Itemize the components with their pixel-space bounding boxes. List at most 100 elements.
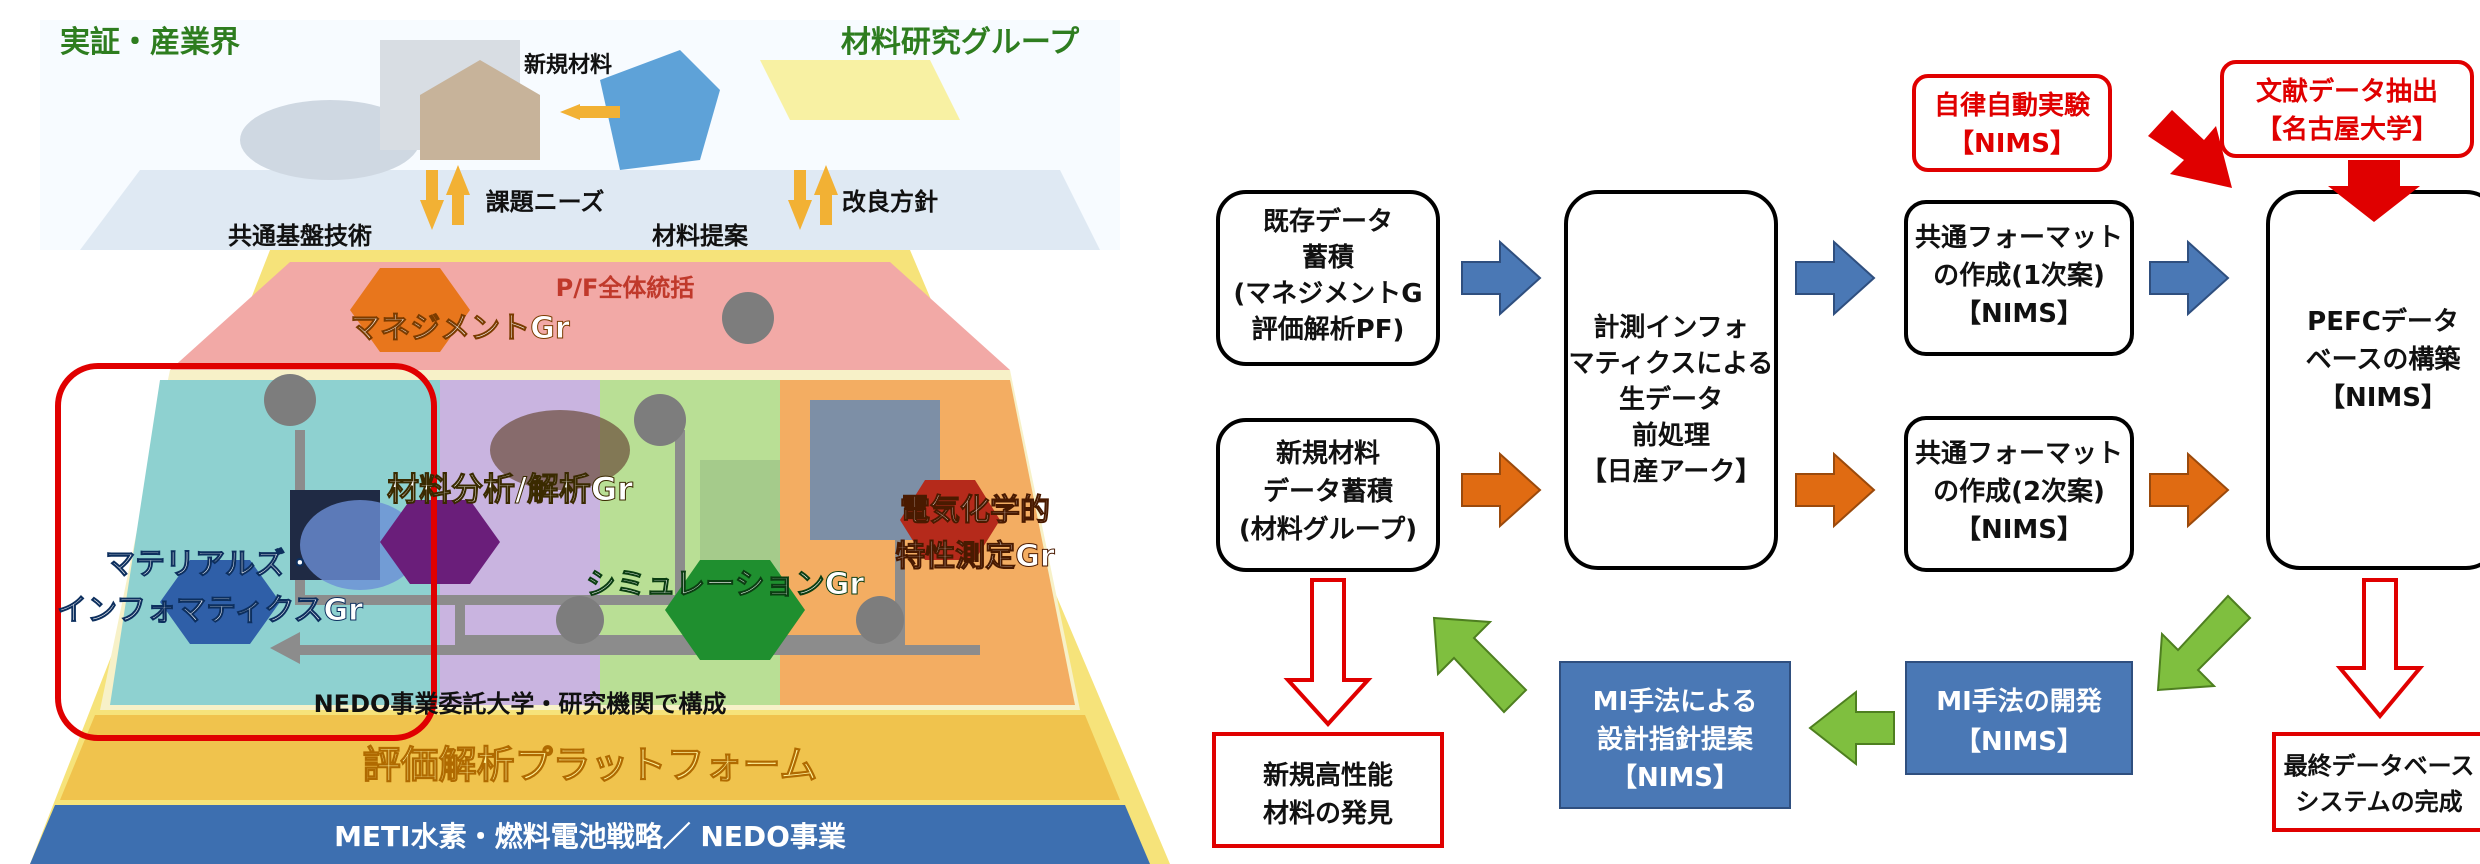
label-issue-needs: 課題ニーズ bbox=[486, 188, 605, 216]
label-improvement: 改良方針 bbox=[842, 188, 938, 216]
final-db-l1: 最終データベース bbox=[2284, 752, 2475, 780]
label-ec-line1: 電気化学的 bbox=[900, 493, 1050, 528]
hub-icon bbox=[634, 394, 686, 446]
arrow-blue-1 bbox=[1461, 239, 1542, 317]
label-pf-overall: P/F全体統括 bbox=[556, 274, 695, 302]
issue-arrows bbox=[420, 165, 470, 230]
existing-data-l3: (マネジメントG bbox=[1233, 279, 1422, 309]
label-simulation-gr: シミュレーションGr bbox=[586, 567, 864, 602]
top-ground bbox=[80, 170, 1100, 250]
box-existing-data bbox=[1216, 190, 1440, 366]
format2-l2: の作成(2次案) bbox=[1933, 476, 2105, 507]
analysis-graphic bbox=[490, 410, 630, 490]
arrow-orange-1 bbox=[1461, 451, 1542, 529]
ec-hex bbox=[900, 480, 1000, 560]
arrow-green-to-design bbox=[1808, 689, 1895, 767]
mi-highlight bbox=[55, 363, 437, 741]
box-new-data bbox=[1216, 418, 1440, 572]
existing-data-l2: 蓄積 bbox=[1302, 243, 1354, 273]
gear-chip-icon bbox=[856, 596, 904, 644]
label-platform: 評価解析プラットフォーム bbox=[363, 743, 818, 787]
pefc-l1: PEFCデータ bbox=[2307, 306, 2459, 337]
auto-exp-l1: 自律自動実験 bbox=[1934, 90, 2091, 121]
format1-l3: 【NIMS】 bbox=[1955, 299, 2083, 329]
arrow-orange-2 bbox=[1795, 451, 1876, 529]
clipboard-icon bbox=[722, 292, 774, 344]
analysis-hex bbox=[380, 500, 500, 584]
label-industry: 実証・産業界 bbox=[60, 25, 240, 60]
mi-design-l3: 【NIMS】 bbox=[1611, 763, 1739, 793]
preprocess-l2: マティクスによる bbox=[1569, 349, 1774, 379]
research-graphic bbox=[760, 60, 960, 120]
arrow-red-literature bbox=[2328, 160, 2420, 222]
house-graphic bbox=[420, 60, 540, 160]
format2-l1: 共通フォーマット bbox=[1915, 439, 2123, 469]
arrow-green-pefc-to-mi bbox=[2156, 594, 2252, 692]
arrow-down-discovery bbox=[1283, 578, 1373, 727]
preprocess-l1: 計測インフォ bbox=[1593, 312, 1748, 343]
mi-design-l1: MI手法による bbox=[1593, 687, 1758, 717]
crystal-graphic bbox=[600, 50, 720, 170]
format1-l1: 共通フォーマット bbox=[1915, 223, 2123, 253]
simulation-hex bbox=[665, 560, 805, 660]
label-mi-line2: インフォマティクスGr bbox=[57, 593, 363, 628]
preprocess-l5: 【日産アーク】 bbox=[1581, 456, 1761, 487]
auto-exp-l2: 【NIMS】 bbox=[1948, 129, 2076, 159]
preprocess-l3: 生データ bbox=[1619, 384, 1723, 415]
pyramid-diagram: 実証・産業界 材料研究グループ 新規材料 課題ニーズ 共通基盤技術 材料提案 改… bbox=[30, 20, 1170, 864]
label-ec-line2: 特性測定Gr bbox=[895, 539, 1055, 574]
new-data-l2: データ蓄積 bbox=[1263, 476, 1393, 507]
arrow-red-auto bbox=[2148, 110, 2232, 188]
format1-l2: の作成(1次案) bbox=[1933, 260, 2105, 291]
existing-data-l4: 評価解析PF) bbox=[1252, 314, 1405, 345]
box-format-2 bbox=[1904, 416, 2134, 572]
car-graphic bbox=[240, 100, 420, 180]
box-pefc bbox=[2266, 190, 2480, 570]
discovery-l1: 新規高性能 bbox=[1263, 760, 1393, 791]
discovery-l2: 材料の発見 bbox=[1263, 799, 1393, 829]
label-material-group: 材料研究グループ bbox=[841, 25, 1080, 60]
improvement-arrows bbox=[788, 165, 838, 230]
box-format-1 bbox=[1904, 200, 2134, 356]
arrow-green-to-new-data bbox=[1432, 616, 1528, 714]
arrow-orange-3 bbox=[2149, 451, 2230, 529]
mi-hex bbox=[160, 560, 280, 644]
network-icon bbox=[264, 374, 316, 426]
label-management-gr: マネジメントGr bbox=[350, 311, 570, 346]
arrow-down-final bbox=[2335, 578, 2425, 720]
mi-design-l2: 設計指針提案 bbox=[1597, 724, 1754, 755]
pefc-l2: ベースの構築 bbox=[2306, 344, 2462, 375]
mi-dev-l2: 【NIMS】 bbox=[1955, 727, 2083, 757]
new-data-l1: 新規材料 bbox=[1276, 438, 1380, 469]
box-mi-dev bbox=[1905, 661, 2133, 775]
supply-arrow-body bbox=[580, 106, 620, 118]
existing-data-l1: 既存データ bbox=[1263, 206, 1393, 237]
label-meti: METI水素・燃料電池戦略／ NEDO事業 bbox=[334, 820, 846, 853]
label-new-material: 新規材料 bbox=[524, 52, 612, 78]
literature-l2: 【名古屋大学】 bbox=[2256, 114, 2438, 145]
label-common-tech: 共通基盤技術 bbox=[228, 222, 372, 250]
label-material-proposal: 材料提案 bbox=[652, 222, 749, 250]
format2-l3: 【NIMS】 bbox=[1955, 515, 2083, 545]
preprocess-l4: 前処理 bbox=[1632, 420, 1710, 451]
box-auto-exp bbox=[1912, 74, 2112, 172]
final-db-l2: システムの完成 bbox=[2295, 788, 2462, 816]
meti-band bbox=[30, 805, 1150, 864]
brain-graphic bbox=[300, 500, 420, 590]
box-literature bbox=[2220, 60, 2474, 158]
label-nedo-org: NEDO事業委託大学・研究機関で構成 bbox=[314, 690, 727, 718]
box-preprocess bbox=[1564, 190, 1778, 570]
flow-diagram: 既存データ 蓄積 (マネジメントG 評価解析PF) 新規材料 データ蓄積 (材料… bbox=[1212, 60, 2480, 848]
management-hex bbox=[350, 268, 470, 352]
pefc-l3: 【NIMS】 bbox=[2319, 383, 2447, 413]
label-analysis-gr: 材料分析/解析Gr bbox=[387, 470, 633, 508]
box-mi-design bbox=[1559, 661, 1791, 809]
mi-dev-l1: MI手法の開発 bbox=[1936, 687, 2103, 717]
box-final-db bbox=[2272, 732, 2480, 832]
arrow-blue-2 bbox=[1795, 239, 1876, 317]
arrow-blue-3 bbox=[2149, 239, 2230, 317]
box-discovery bbox=[1212, 732, 1444, 848]
supply-arrow bbox=[560, 104, 580, 120]
return-arrow bbox=[270, 632, 300, 664]
